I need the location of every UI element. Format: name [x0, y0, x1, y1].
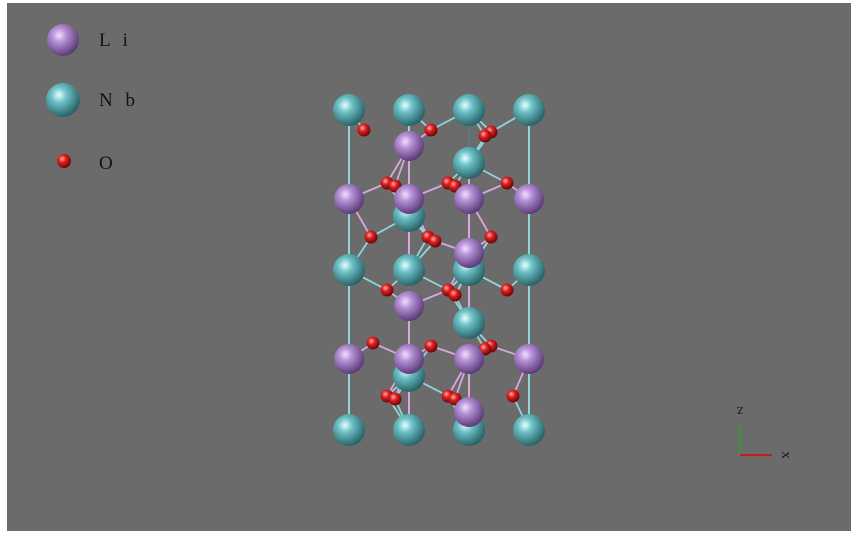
atom-o	[484, 230, 498, 244]
atom-nb	[453, 94, 485, 126]
atom-li	[334, 344, 364, 374]
bond-layer	[348, 109, 530, 431]
legend-label-nb: N b	[99, 90, 139, 111]
atom-nb	[453, 147, 485, 179]
atom-li	[514, 344, 544, 374]
legend-o-ball	[57, 154, 71, 168]
atom-o	[500, 283, 514, 297]
atom-li	[334, 184, 364, 214]
atom-o	[424, 123, 438, 137]
atom-nb	[513, 94, 545, 126]
x-axis-label: X	[779, 451, 791, 459]
structure-viewport[interactable]: Z X L i N b O	[7, 3, 851, 531]
legend-nb-ball	[46, 83, 80, 117]
atom-li	[394, 184, 424, 214]
atom-o	[478, 129, 492, 143]
crystal-structure-scene[interactable]: Z X	[7, 3, 851, 531]
atom-li	[454, 397, 484, 427]
atom-layer	[333, 94, 545, 446]
z-axis-label: Z	[736, 404, 743, 416]
atom-nb	[393, 94, 425, 126]
atom-o	[424, 339, 438, 353]
atom-o	[357, 123, 371, 137]
atom-nb	[453, 307, 485, 339]
atom-li	[454, 184, 484, 214]
atom-nb	[393, 254, 425, 286]
atom-nb	[333, 94, 365, 126]
atom-o	[500, 176, 514, 190]
atom-li	[454, 344, 484, 374]
atom-o	[506, 389, 520, 403]
atom-o	[366, 336, 380, 350]
legend-li-ball	[47, 24, 79, 56]
atom-o	[388, 392, 402, 406]
atom-nb	[333, 414, 365, 446]
atom-li	[514, 184, 544, 214]
atom-o	[380, 283, 394, 297]
atom-li	[394, 344, 424, 374]
legend	[46, 24, 80, 168]
axis-indicator: Z X	[736, 404, 791, 459]
atom-o	[448, 288, 462, 302]
atom-nb	[513, 254, 545, 286]
legend-label-li: L i	[99, 30, 132, 51]
atom-nb	[333, 254, 365, 286]
atom-li	[454, 238, 484, 268]
legend-label-o: O	[99, 153, 117, 174]
atom-o	[364, 230, 378, 244]
atom-nb	[393, 414, 425, 446]
atom-nb	[513, 414, 545, 446]
atom-li	[394, 291, 424, 321]
atom-li	[394, 131, 424, 161]
atom-o	[428, 234, 442, 248]
